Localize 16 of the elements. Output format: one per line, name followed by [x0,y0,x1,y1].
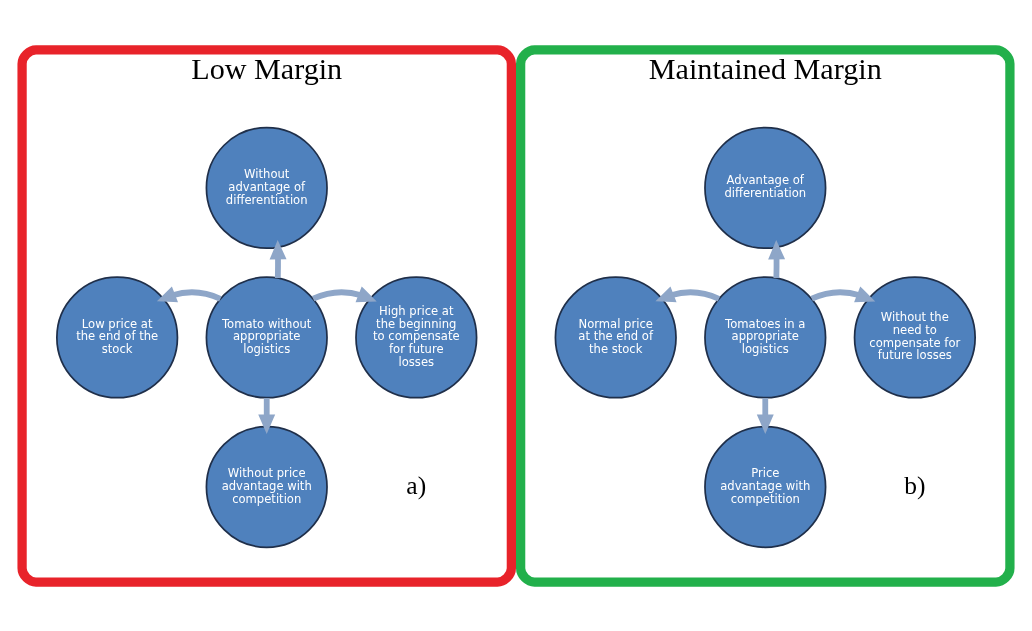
arrow [269,239,287,278]
node-circle: Tomato without appropriate logistics [205,275,328,399]
node-circle: Tomatoes in a appropriate logistics [704,275,827,399]
label: a) [406,470,427,500]
node-circle: Price advantage with competition [704,425,827,548]
arrow [655,285,721,302]
label: b) [904,470,926,500]
node-circle: Without price advantage with competition [205,425,328,548]
arrow [258,397,276,434]
arrow [756,397,774,434]
arrow [312,285,377,302]
node-circle: Without advantage of differentiation [205,126,328,249]
node-circle: Advantage of differentiation [704,126,827,249]
arrow [156,285,222,302]
arrow [810,285,876,302]
arrow [768,239,786,278]
